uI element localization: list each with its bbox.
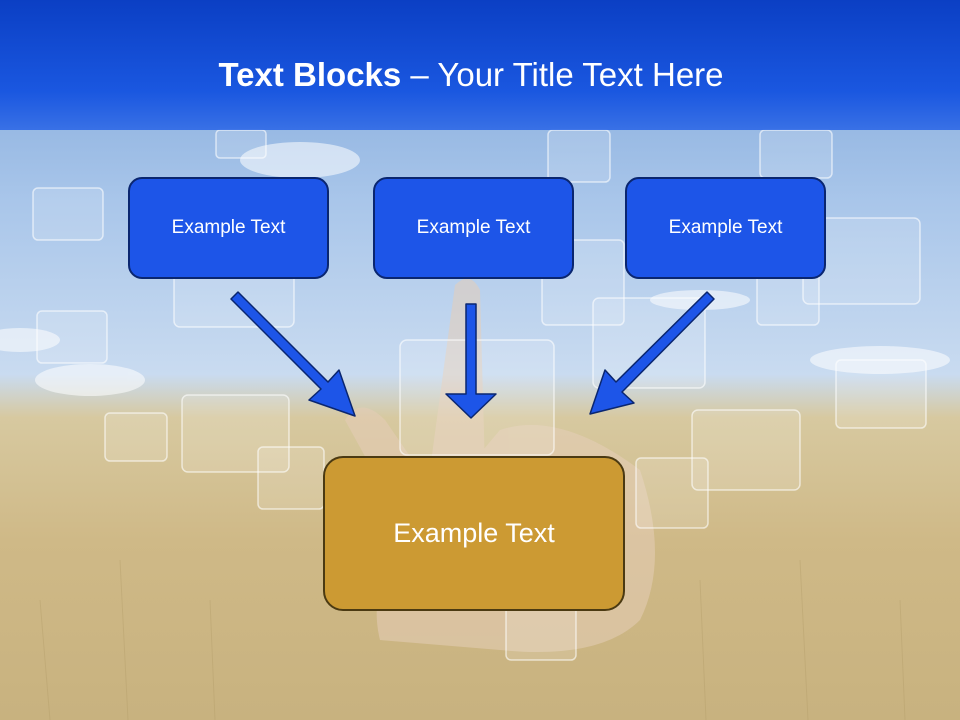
title-separator: – xyxy=(401,56,438,93)
text-block-left-label: Example Text xyxy=(171,217,286,238)
arrow-middle-icon xyxy=(445,303,497,419)
arrow-right-icon xyxy=(589,291,715,415)
text-block-left[interactable]: Example Text xyxy=(128,177,329,279)
text-block-right-label: Example Text xyxy=(668,217,783,238)
result-block-label: Example Text xyxy=(393,518,555,548)
text-block-middle-label: Example Text xyxy=(416,217,531,238)
title-bar xyxy=(0,0,960,130)
text-block-right[interactable]: Example Text xyxy=(625,177,826,279)
text-block-middle[interactable]: Example Text xyxy=(373,177,574,279)
arrow-left-icon xyxy=(230,291,356,417)
slide-title: Text Blocks – Your Title Text Here xyxy=(0,55,942,95)
title-bold-part: Text Blocks xyxy=(218,56,402,93)
title-regular-part: Your Title Text Here xyxy=(437,56,724,93)
result-block[interactable]: Example Text xyxy=(323,456,625,611)
